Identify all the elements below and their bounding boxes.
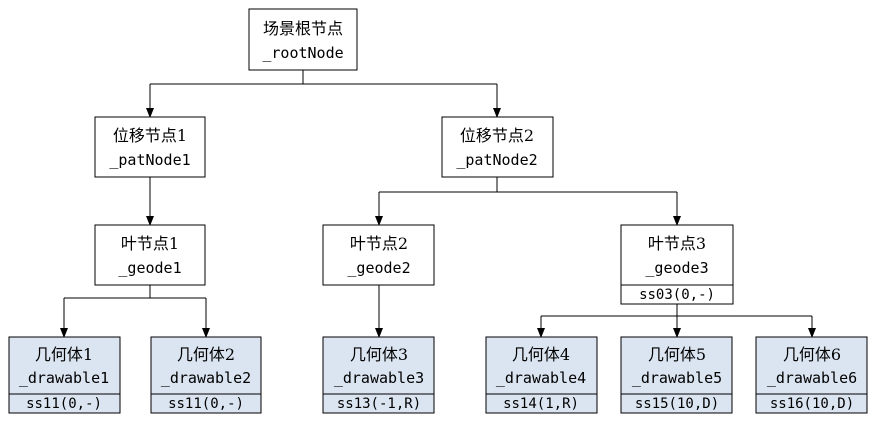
node-draw5: 几何体5 _drawable5 ss15(10,D) (620, 336, 733, 414)
node-draw5-id: _drawable5 (632, 369, 722, 387)
node-geode1-id: _geode1 (118, 259, 181, 277)
node-geode2: 叶节点2 _geode2 (322, 224, 435, 286)
node-geode3-stateset: ss03(0,-) (639, 287, 715, 303)
node-pat2-title: 位移节点2 (460, 126, 534, 145)
node-draw1: 几何体1 _drawable1 ss11(0,-) (8, 336, 121, 414)
node-root-title: 场景根节点 (263, 19, 343, 38)
node-draw2-title: 几何体2 (177, 345, 235, 364)
connectors (60, 70, 816, 338)
node-root: 场景根节点 _rootNode (248, 8, 358, 71)
node-root-id: _rootNode (262, 44, 343, 62)
node-draw6-title: 几何体6 (783, 345, 841, 364)
node-pat2: 位移节点2 _patNode2 (441, 116, 554, 178)
node-draw6-id: _drawable6 (767, 369, 857, 387)
node-draw4-stateset: ss14(1,R) (503, 396, 579, 412)
node-draw5-stateset: ss15(10,D) (635, 396, 719, 412)
node-draw6-stateset: ss16(10,D) (770, 396, 854, 412)
node-draw2: 几何体2 _drawable2 ss11(0,-) (150, 336, 262, 414)
node-draw1-id: _drawable1 (19, 369, 109, 387)
node-draw5-title: 几何体5 (648, 345, 706, 364)
node-pat1-title: 位移节点1 (113, 126, 187, 145)
node-draw2-stateset: ss11(0,-) (168, 396, 244, 412)
node-draw4-id: _drawable4 (496, 369, 586, 387)
node-geode3-id: _geode3 (645, 259, 708, 277)
node-geode1-title: 叶节点1 (121, 234, 179, 253)
node-pat2-id: _patNode2 (456, 151, 537, 169)
node-geode2-id: _geode2 (347, 259, 410, 277)
node-draw3-stateset: ss13(-1,R) (337, 396, 421, 412)
node-draw3-title: 几何体3 (350, 345, 408, 364)
node-geode3-title: 叶节点3 (648, 234, 706, 253)
node-draw4: 几何体4 _drawable4 ss14(1,R) (485, 336, 598, 414)
node-draw6: 几何体6 _drawable6 ss16(10,D) (755, 336, 868, 414)
node-draw3: 几何体3 _drawable3 ss13(-1,R) (322, 336, 435, 414)
node-draw4-title: 几何体4 (512, 345, 570, 364)
node-geode2-title: 叶节点2 (350, 234, 408, 253)
node-draw1-title: 几何体1 (35, 345, 93, 364)
node-pat1: 位移节点1 _patNode1 (94, 116, 206, 178)
node-geode3: 叶节点3 _geode3 ss03(0,-) (620, 224, 734, 305)
node-draw1-stateset: ss11(0,-) (26, 396, 102, 412)
node-pat1-id: _patNode1 (109, 151, 190, 169)
node-geode1: 叶节点1 _geode1 (94, 224, 206, 286)
node-draw3-id: _drawable3 (334, 369, 424, 387)
node-draw2-id: _drawable2 (161, 369, 251, 387)
